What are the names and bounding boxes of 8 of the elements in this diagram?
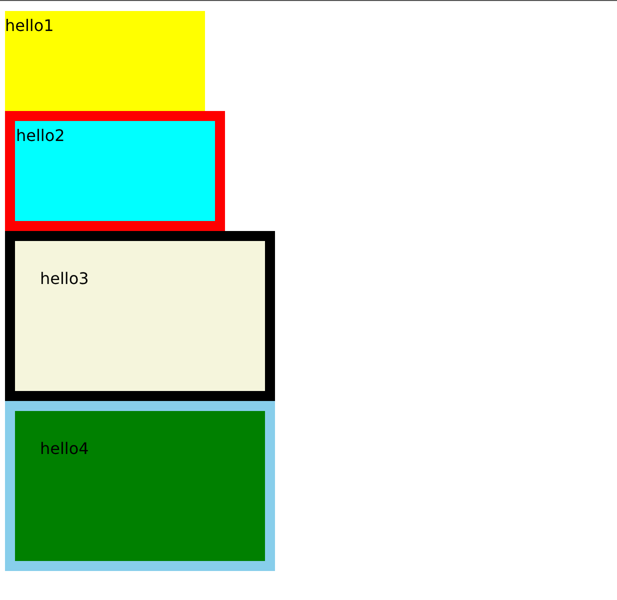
box-label: hello2 (16, 126, 65, 146)
filled-box (5, 111, 225, 231)
box-label: hello1 (5, 16, 54, 36)
filled-box (5, 231, 275, 401)
box-label: hello3 (40, 269, 89, 288)
box-label: hello4 (40, 439, 89, 458)
filled-box (5, 401, 275, 571)
filled-box (5, 11, 205, 111)
